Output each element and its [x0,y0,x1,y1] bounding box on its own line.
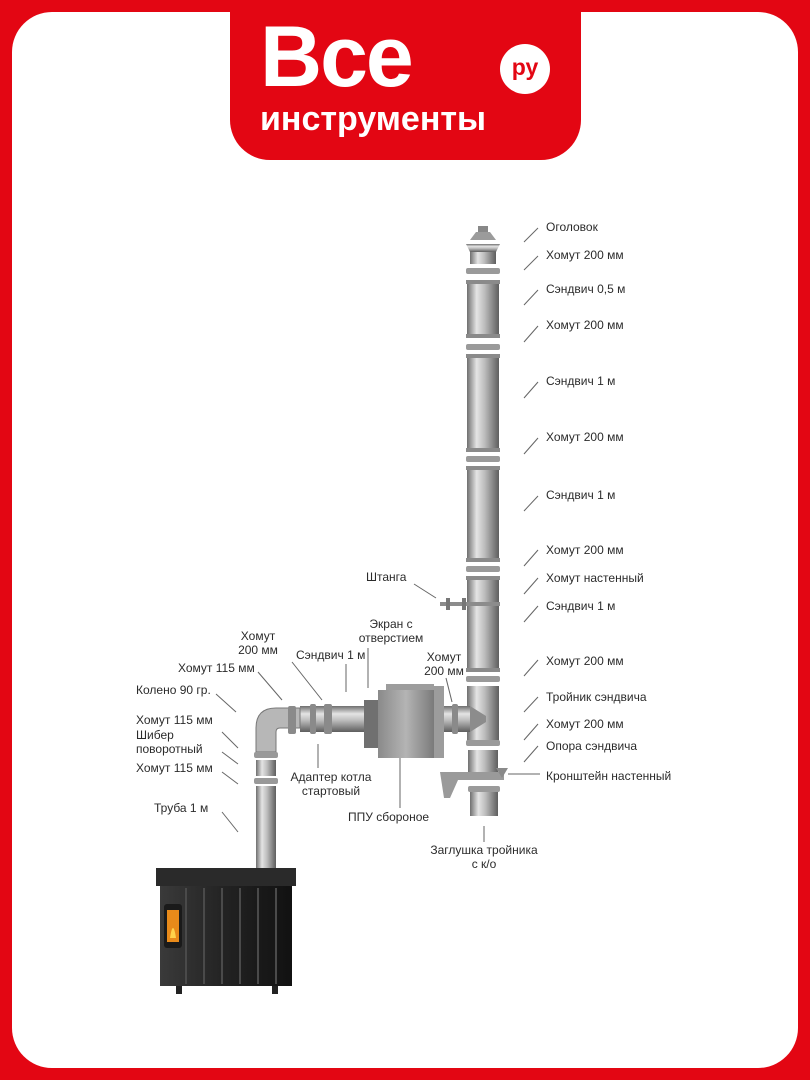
label-homut-left-line1: Хомут [240,629,276,643]
stove [156,868,296,994]
label-homut-mid-line2: 200 мм [424,664,464,678]
label-adapter-line1: Адаптер котла [290,770,372,784]
label-homut-115a: Хомут 115 мм [178,661,255,675]
label-homut-left: Хомут 200 мм [232,629,284,657]
label-zaglushka: Заглушка тройника с к/о [424,843,544,871]
label-shiber-line2: поворотный [136,742,203,756]
label-bracket: Кронштейн настенный [546,769,672,783]
label-sandwich-1a: Сэндвич 1 м [546,374,616,388]
label-adapter-line2: стартовый [301,784,361,798]
label-shiber: Шибер поворотный [136,728,203,756]
label-homut-5: Хомут 200 мм [546,654,624,668]
brand-badge: ру [500,44,550,94]
label-homut-2: Хомут 200 мм [546,318,624,332]
label-truba: Труба 1 м [154,801,209,815]
label-shiber-line1: Шибер [136,728,174,742]
label-koleno: Колено 90 гр. [136,683,211,697]
content-card [12,12,798,1068]
label-ppu: ППУ сбороное [348,810,430,824]
label-screen: Экран с отверстием [348,617,434,645]
horizontal-run [254,684,486,870]
brand-name-line1: Все [260,9,414,105]
label-homut-wall: Хомут настенный [546,571,644,585]
label-homut-mid-line1: Хомут [426,650,462,664]
brand-name-line2: инструменты [260,100,487,138]
leader-lines [215,227,540,842]
label-sandwich-1b: Сэндвич 1 м [546,488,616,502]
label-homut-4: Хомут 200 мм [546,543,624,557]
label-zaglushka-line1: Заглушка тройника [430,843,538,857]
label-homut-3: Хомут 200 мм [546,430,624,444]
label-homut-6: Хомут 200 мм [546,717,624,731]
label-shtanga: Штанга [366,570,407,584]
label-homut-mid: Хомут 200 мм [418,650,470,678]
label-troinik: Тройник сэндвича [546,690,647,704]
label-screen-line1: Экран с [369,617,413,631]
label-sandwich-1c: Сэндвич 1 м [546,599,616,613]
label-sandwich-05: Сэндвич 0,5 м [546,282,626,296]
label-sandwich-h: Сэндвич 1 м [296,648,366,662]
label-opora: Опора сэндвича [546,739,638,753]
label-homut-115b: Хомут 115 мм [136,713,213,727]
label-screen-line2: отверстием [358,631,424,645]
label-homut-115c: Хомут 115 мм [136,761,213,775]
label-adapter: Адаптер котла стартовый [276,770,386,798]
label-ogolovok: Оголовок [546,220,598,234]
label-homut-left-line2: 200 мм [238,643,278,657]
label-homut-1: Хомут 200 мм [546,248,624,262]
brand-logo[interactable]: Все инструменты ру [230,0,581,160]
label-zaglushka-line2: с к/о [471,857,497,871]
